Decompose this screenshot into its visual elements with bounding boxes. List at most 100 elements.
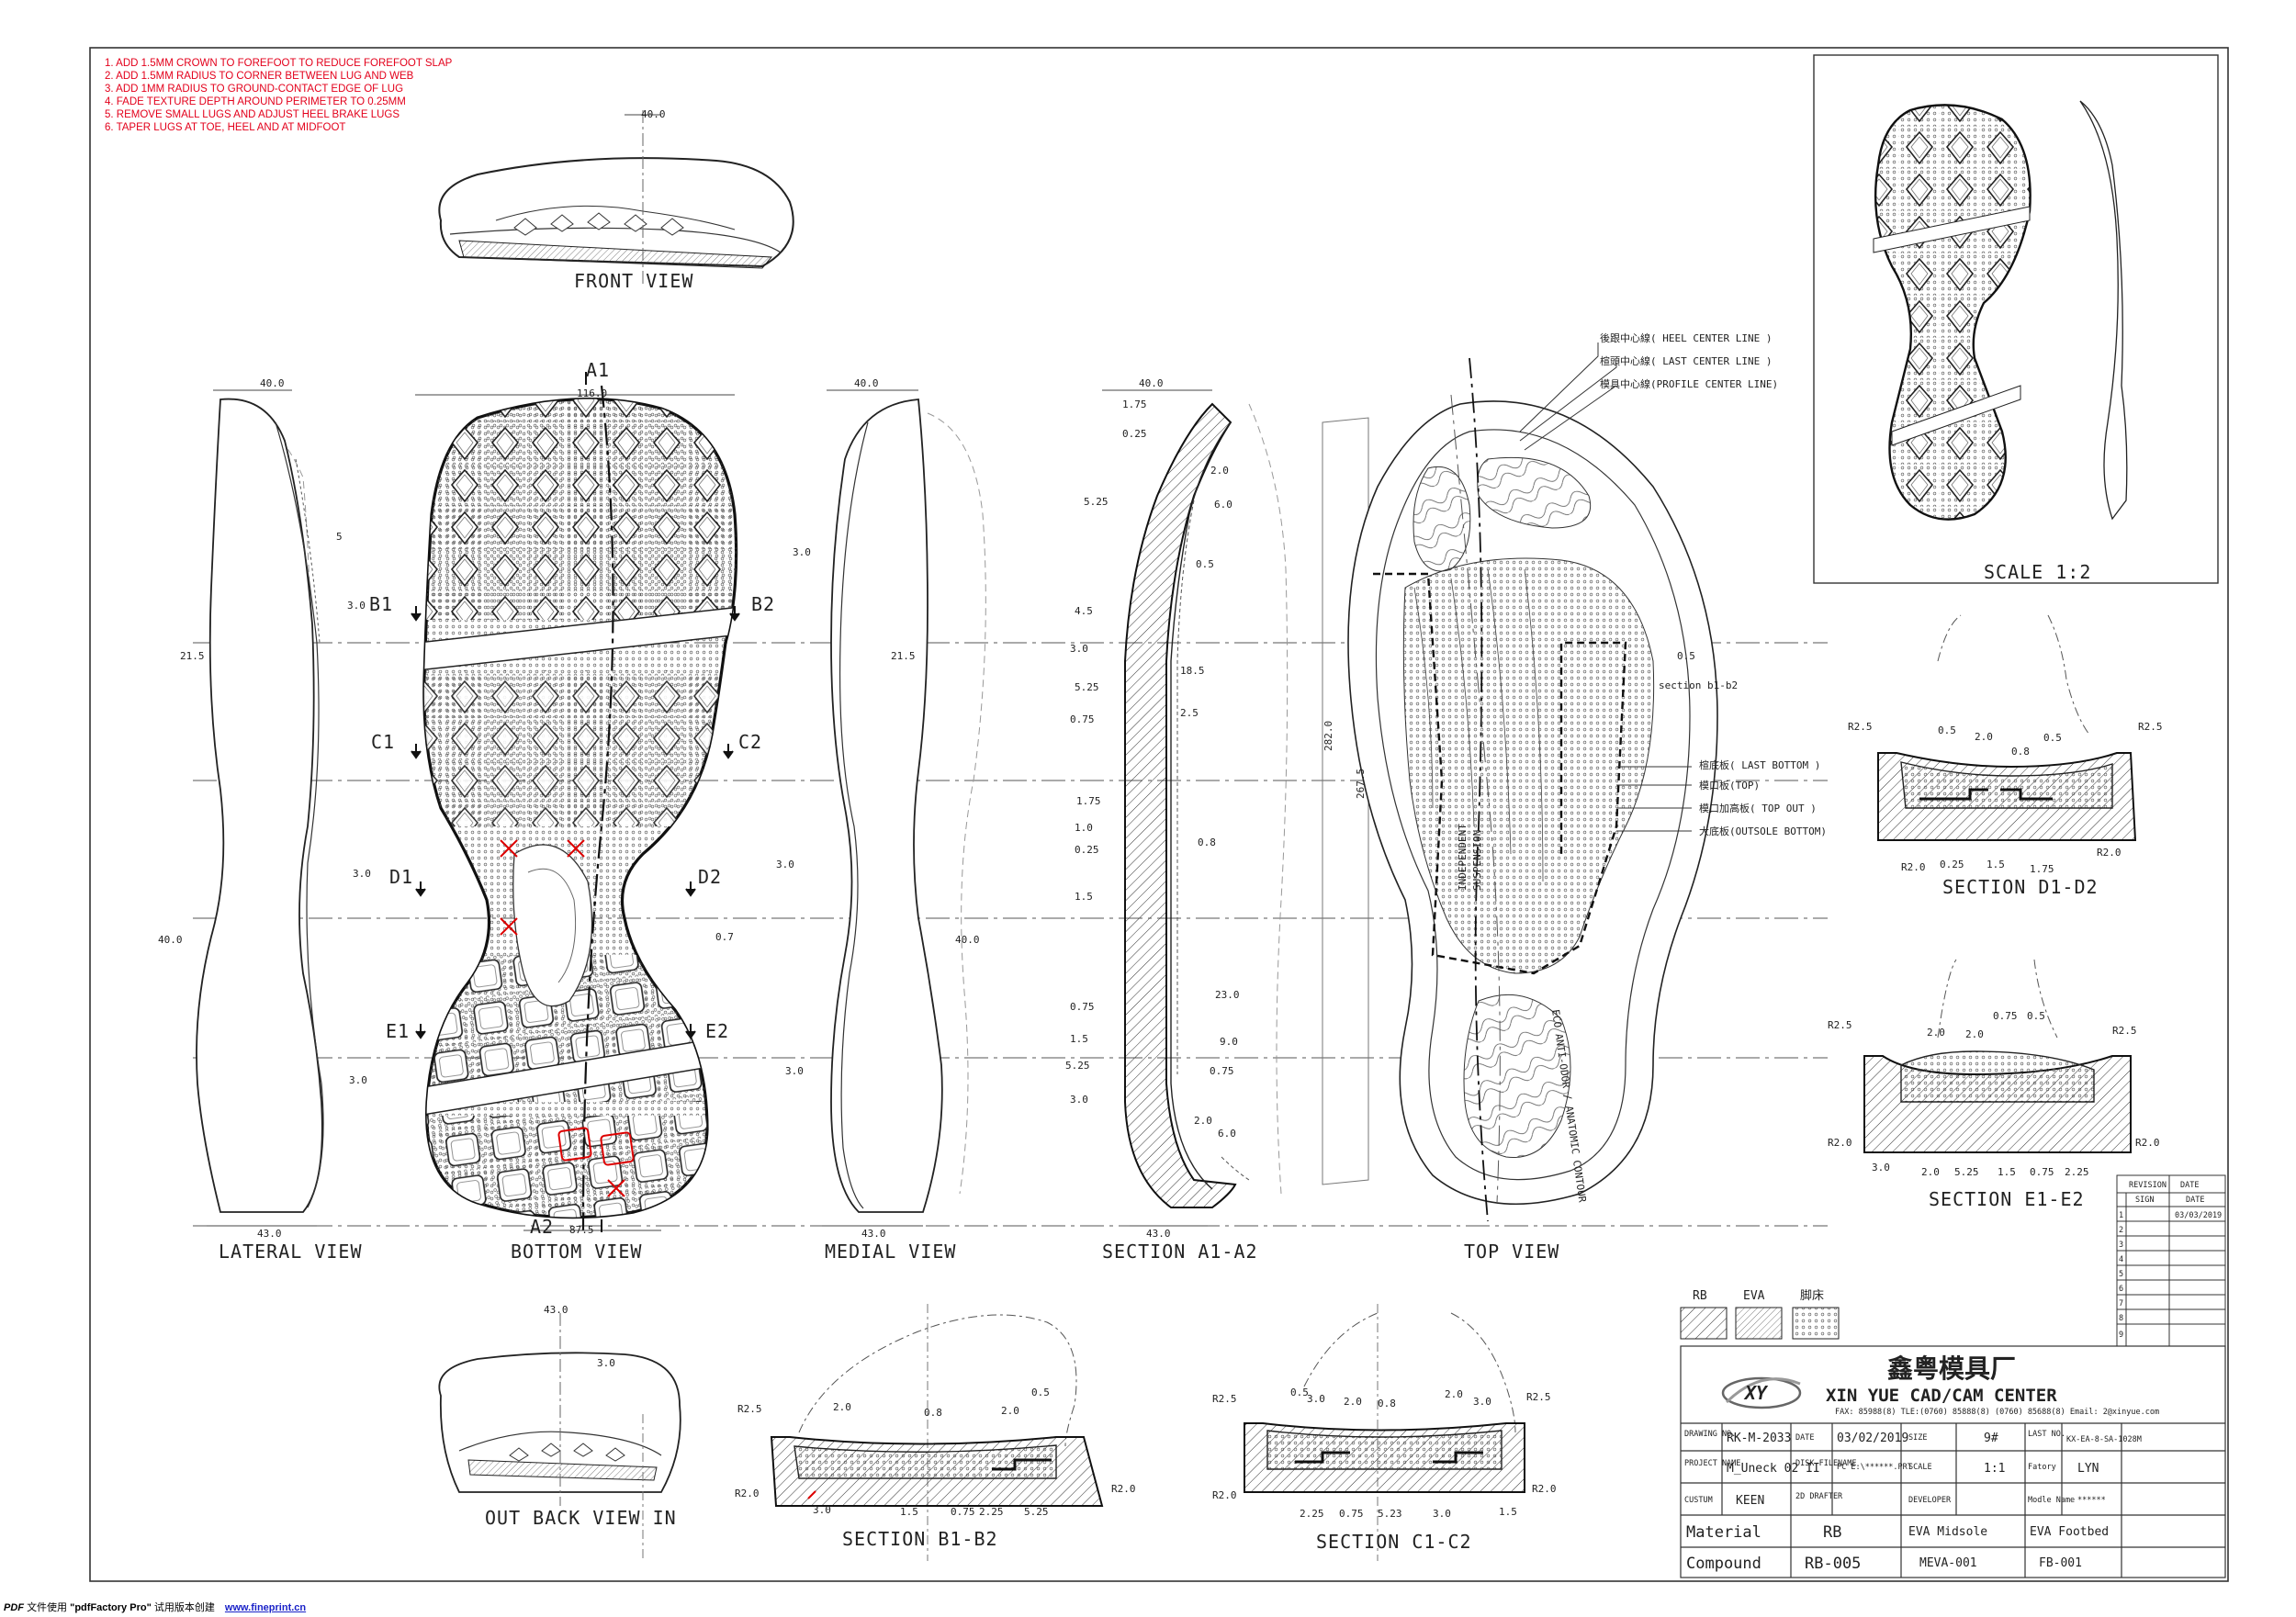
bottom-dim-bottom: 87.5	[569, 1224, 594, 1236]
project-name: M_Uneck 02 II	[1727, 1462, 1820, 1476]
front-view-label: FRONT VIEW	[574, 270, 693, 292]
cut-a1: A1	[586, 359, 610, 381]
se-r20b: R2.0	[2135, 1137, 2160, 1149]
sd-025: 0.25	[1940, 859, 1964, 870]
sa-dim-075b: 0.75	[1070, 1001, 1095, 1013]
sa-dim-20b: 2.0	[1194, 1115, 1212, 1127]
rev-row-3: 3	[2119, 1241, 2123, 1250]
cut-c1: C1	[371, 731, 395, 753]
sb-r20a: R2.0	[735, 1488, 760, 1499]
medial-dim-3c: 3.0	[785, 1065, 804, 1077]
sd-20: 2.0	[1975, 731, 1993, 743]
rev-row-2: 2	[2119, 1226, 2123, 1235]
sa-dim-15a: 1.5	[1075, 891, 1093, 903]
sd-r25b: R2.5	[2138, 721, 2163, 733]
rev-sign: SIGN	[2135, 1196, 2154, 1205]
callout-last-bottom: 楦底板( LAST BOTTOM )	[1699, 758, 1820, 771]
footer-pdf: PDF	[4, 1602, 24, 1613]
sa-dim-175b: 1.75	[1076, 795, 1101, 807]
lateral-dim-3c: 3.0	[349, 1074, 367, 1086]
top-dim-05: 0.5	[1677, 650, 1695, 662]
sa-dim-15b: 1.5	[1070, 1033, 1088, 1045]
section-e-label: SECTION E1-E2	[1929, 1188, 2085, 1210]
se-r25a: R2.5	[1828, 1019, 1852, 1031]
lateral-dim-40: 40.0	[158, 934, 183, 946]
sb-15: 1.5	[900, 1506, 918, 1518]
sd-175: 1.75	[2030, 863, 2054, 875]
bottom-view: 116.0 87.5 A1 A2 B1 B2 C1 C2 D1 D2	[369, 359, 775, 1263]
cut-b1: B1	[369, 593, 393, 615]
sc-20a: 2.0	[1344, 1396, 1362, 1408]
compound-fb: FB-001	[2039, 1556, 2082, 1570]
sc-30a: 3.0	[1307, 1393, 1325, 1405]
sd-r25a: R2.5	[1848, 721, 1873, 733]
section-b-label: SECTION B1-B2	[842, 1528, 998, 1550]
sheet-border	[89, 47, 2229, 1582]
back-view: 43.0 3.0 OUT BACK VIEW IN	[438, 1304, 681, 1529]
sc-r20b: R2.0	[1532, 1483, 1557, 1495]
se-15: 1.5	[1998, 1166, 2016, 1178]
lateral-dim-bottom: 43.0	[257, 1228, 282, 1240]
top-view-label: TOP VIEW	[1464, 1241, 1559, 1263]
drawing-size: 9#	[1984, 1432, 1998, 1445]
sc-08: 0.8	[1378, 1398, 1396, 1409]
scale-label-tb: SCALE	[1908, 1463, 1932, 1472]
lateral-dim-215: 21.5	[180, 650, 205, 662]
cut-c2: C2	[738, 731, 762, 753]
last-label: LAST NO.	[2028, 1430, 2065, 1439]
bottom-dim-07: 0.7	[715, 931, 734, 943]
callout-heel-center: 後跟中心線( HEEL CENTER LINE )	[1600, 331, 1772, 344]
logo-mark: XY	[1743, 1382, 1769, 1404]
title-block-logo: XY	[1721, 1376, 1802, 1409]
top-dim-282: 282.0	[1322, 721, 1334, 751]
revision-notes: 1. ADD 1.5MM CROWN TO FOREFOOT TO REDUCE…	[105, 57, 452, 134]
lateral-dim-5: 5	[336, 531, 343, 543]
se-20b: 2.0	[1965, 1028, 1984, 1040]
sb-08: 0.8	[924, 1407, 942, 1419]
model-label: Modle Name	[2028, 1496, 2075, 1505]
front-view: 40.0 FRONT VIEW	[438, 108, 794, 292]
lateral-dim-top: 40.0	[260, 377, 285, 389]
section-c-label: SECTION C1-C2	[1316, 1531, 1472, 1553]
footer-product: "pdfFactory Pro"	[70, 1602, 152, 1613]
section-a-label: SECTION A1-A2	[1102, 1241, 1258, 1263]
rev-date: DATE	[2186, 1196, 2204, 1205]
sb-20a: 2.0	[833, 1401, 851, 1413]
rev-row-8: 8	[2119, 1314, 2123, 1323]
scale-label: SCALE 1:2	[1984, 561, 2091, 583]
drawing-scale: 1:1	[1984, 1462, 2005, 1476]
section-b1b2-note: section b1-b2	[1659, 679, 1738, 691]
medial-view: 40.0 3.0 21.5 3.0 40.0 3.0 43.0 MEDIAL V…	[776, 377, 986, 1263]
bottom-dim-top: 116.0	[577, 387, 607, 399]
material-eva-midsole: EVA Midsole	[1908, 1525, 1987, 1539]
disk-label: DISK FILENAME	[1795, 1459, 1857, 1468]
sa-dim-30b: 3.0	[1070, 1094, 1088, 1106]
section-b1-b2: R2.5 2.0 0.8 2.0 0.5 R2.0 R2.0 3.0 1.5 0…	[642, 1304, 1136, 1561]
sa-dim-40: 40.0	[1139, 377, 1164, 389]
sc-r25a: R2.5	[1212, 1393, 1237, 1405]
footer-text-2: 试用版本创建	[153, 1602, 215, 1613]
date-label: DATE	[1795, 1433, 1814, 1443]
callout-outsole-bottom: 大底板(OUTSOLE BOTTOM)	[1699, 825, 1827, 837]
top-view: INDEPENDENT SUSPENSION ECO ANTI-ODOR / A…	[1322, 331, 1827, 1263]
legend-rb: RB	[1693, 1289, 1707, 1303]
sa-dim-10: 1.0	[1075, 822, 1093, 834]
cut-e1: E1	[386, 1020, 410, 1042]
note-5: 5. REMOVE SMALL LUGS AND ADJUST HEEL BRA…	[105, 109, 400, 120]
sa-dim-90: 9.0	[1220, 1036, 1238, 1048]
sa-dim-05: 0.5	[1196, 558, 1214, 570]
legend-eva: EVA	[1743, 1289, 1765, 1303]
se-r20a: R2.0	[1828, 1137, 1852, 1149]
rev-header-1: REVISION	[2129, 1181, 2167, 1190]
sa-dim-175: 1.75	[1122, 399, 1147, 410]
cut-b2: B2	[751, 593, 775, 615]
company-contact: FAX: 85988(8) TLE:(0760) 85888(8) (0760)…	[1835, 1408, 2159, 1417]
company-en: XIN YUE CAD/CAM CENTER	[1826, 1386, 2057, 1406]
back-view-label: OUT BACK VIEW IN	[485, 1507, 677, 1529]
se-075b: 0.75	[2030, 1166, 2054, 1178]
footer-link[interactable]: www.fineprint.cn	[224, 1602, 307, 1613]
note-6: 6. TAPER LUGS AT TOE, HEEL AND AT MIDFOO…	[105, 122, 346, 133]
section-a1-a2: 40.0 1.75 0.25 2.0 6.0 5.25 0.5 4.5 3.0 …	[1065, 377, 1289, 1263]
se-20: 2.0	[1927, 1027, 1945, 1039]
